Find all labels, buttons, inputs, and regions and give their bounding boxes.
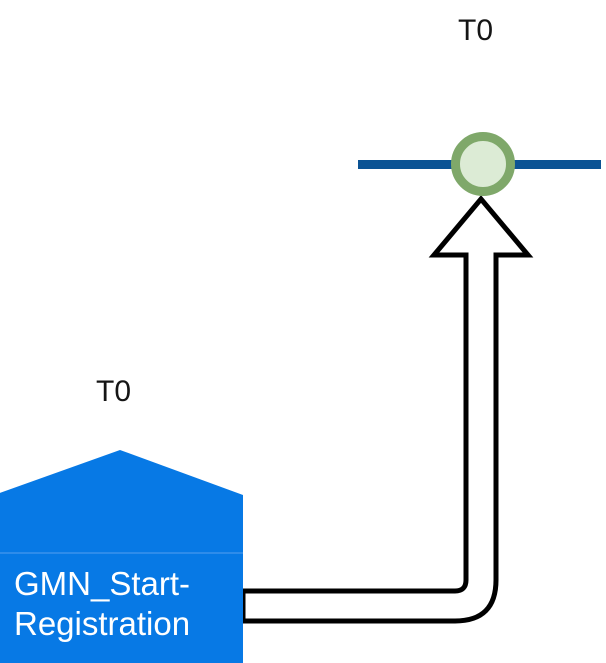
lane-line-left-segment <box>358 160 458 169</box>
event-circle-fill <box>456 137 510 191</box>
event-circle-ring[interactable] <box>451 132 515 196</box>
task-pentagon-shape[interactable] <box>0 450 243 663</box>
lane-line-right-segment <box>508 160 601 169</box>
task-divider-line <box>0 552 243 554</box>
sequence-flow-arrow[interactable] <box>240 195 534 624</box>
